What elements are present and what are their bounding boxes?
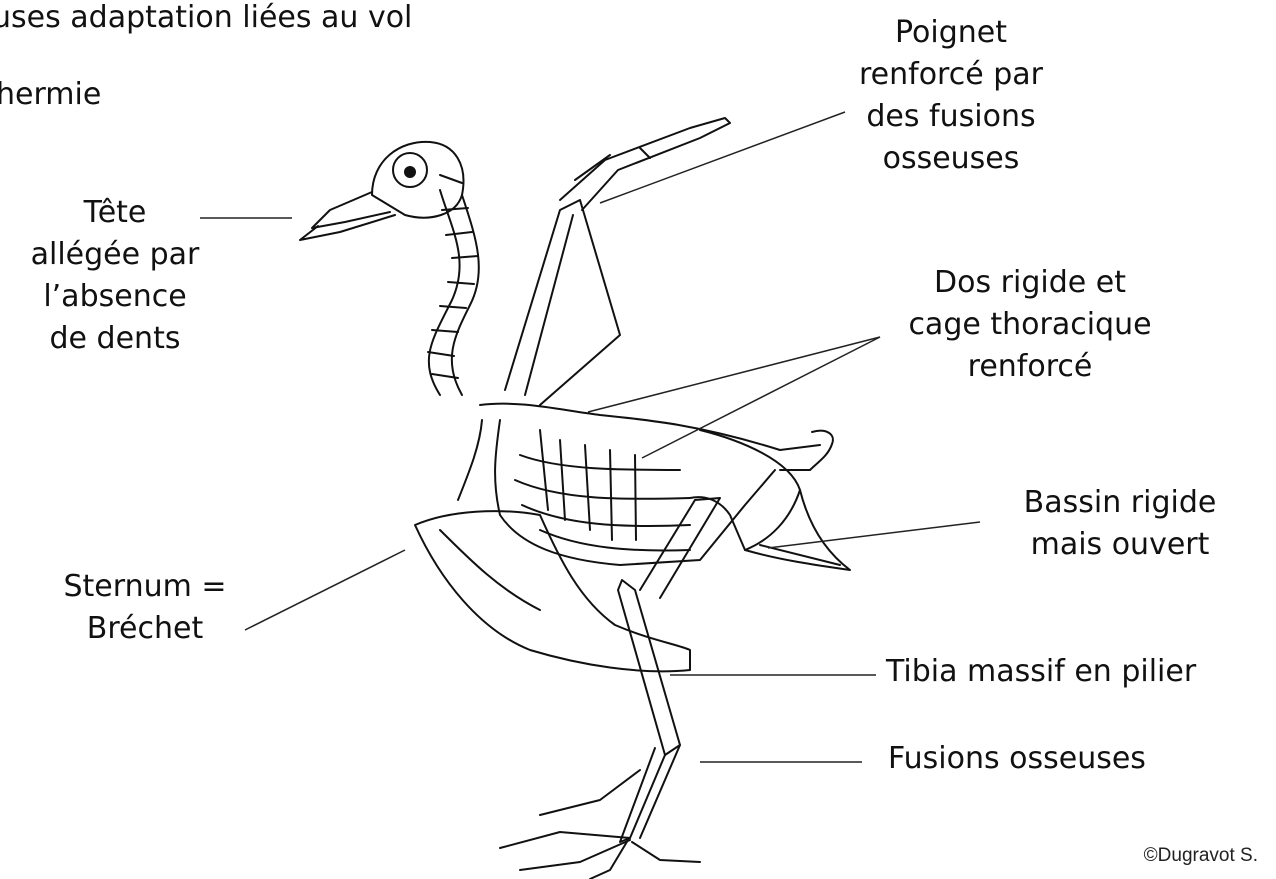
label-head-line-3: l’absence [0,276,230,318]
label-back-line-3: renforcé [880,346,1180,388]
label-head-line-4: de dents [0,318,230,360]
label-pelvis-line-1: Bassin rigide [985,482,1255,524]
label-wrist-line-4: osseuses [820,138,1082,180]
label-back-line-1: Dos rigide et [880,262,1180,304]
label-fusions: Fusions osseuses [888,738,1146,780]
copyright-note: ©Dugravot S. [1144,845,1258,867]
label-head-line-2: allégée par [0,234,230,276]
label-sternum-line-2: Bréchet [30,608,260,650]
label-back: Dos rigide et cage thoracique renforcé [880,262,1180,388]
label-sternum-line-1: Sternum = [30,566,260,608]
label-wrist-line-1: Poignet [820,12,1082,54]
label-wrist-line-2: renforcé par [820,54,1082,96]
label-pelvis-line-2: mais ouvert [985,524,1255,566]
label-head: Tête allégée par l’absence de dents [0,192,230,360]
label-wrist: Poignet renforcé par des fusions osseuse… [820,12,1082,180]
neck-vertebrae [428,190,479,395]
label-tibia-line-1: Tibia massif en pilier [886,651,1196,693]
label-tibia: Tibia massif en pilier [886,651,1196,693]
pelvis [690,430,850,570]
wing [505,118,730,405]
label-fusions-line-1: Fusions osseuses [888,738,1146,780]
legs [500,498,720,879]
label-sternum: Sternum = Bréchet [30,566,260,650]
label-pelvis: Bassin rigide mais ouvert [985,482,1255,566]
label-head-line-1: Tête [0,192,230,234]
label-back-line-2: cage thoracique [880,304,1180,346]
label-wrist-line-3: des fusions [820,96,1082,138]
skull [300,142,463,240]
ribcage [458,404,833,565]
